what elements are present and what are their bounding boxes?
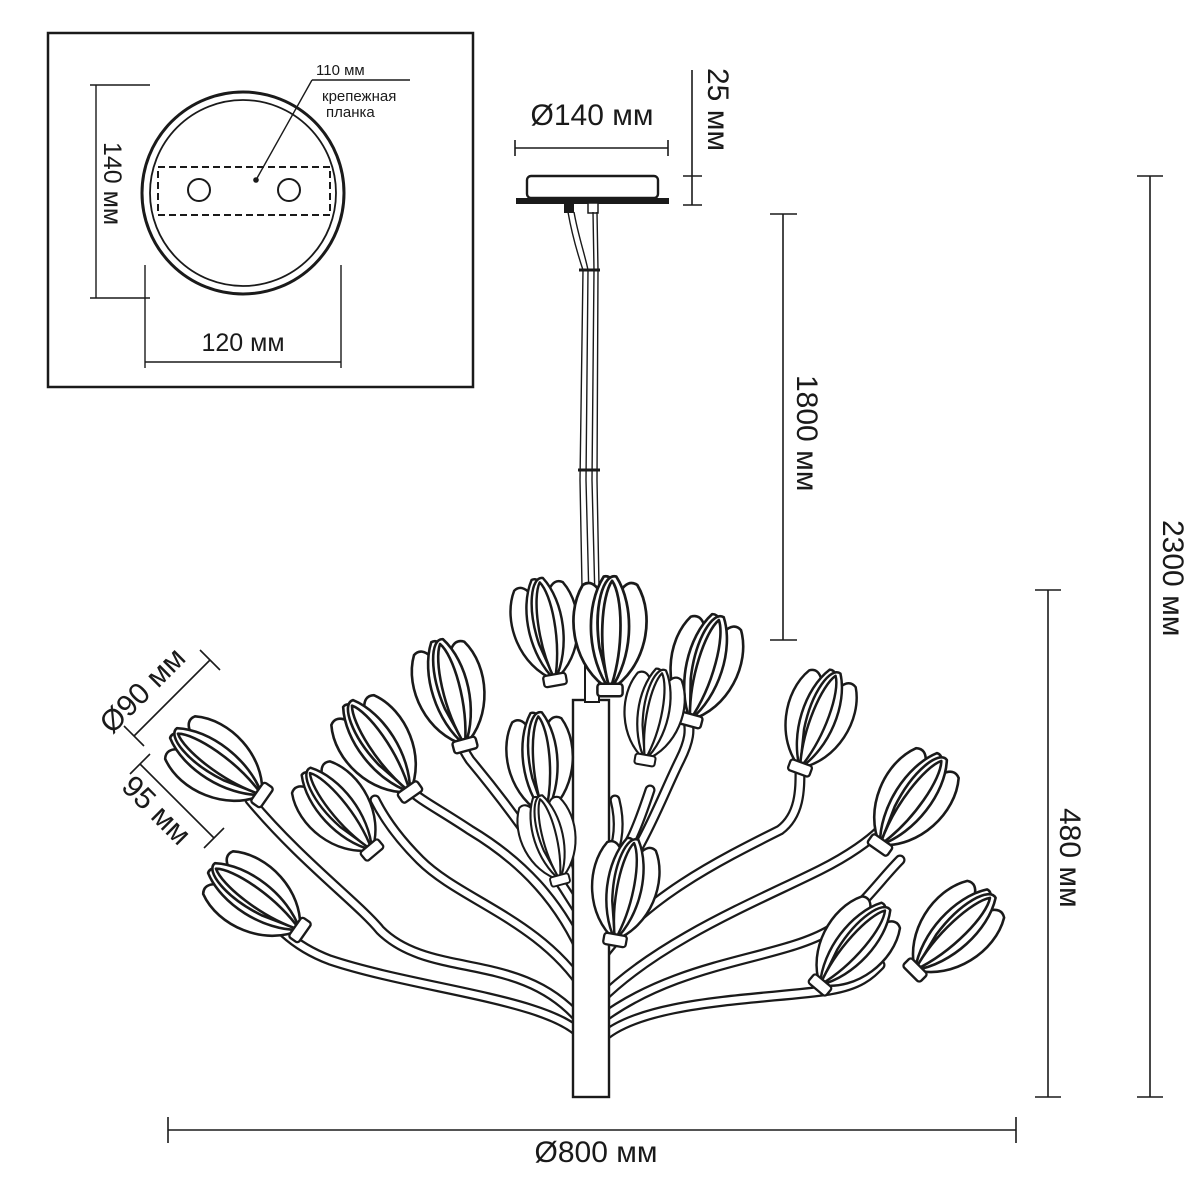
canopy-base [516,198,669,204]
cable-4 [596,211,601,641]
flower-length-dim-line [139,763,215,839]
magnolia-bud [330,693,424,804]
magnolia-bud [201,850,312,944]
bud-holder [451,735,479,755]
plate-label-line2: планка [326,104,375,121]
magnolia-bud [590,836,661,949]
petal [436,642,467,747]
bud-holder [602,931,628,949]
total-height-dimension: 2300 мм [1137,175,1189,1098]
bud-holder [596,682,624,698]
magnolia-bud [807,895,902,997]
petal [612,841,639,942]
magnolia-bud [623,667,686,768]
magnolia-bud [509,576,580,689]
bud-holder [288,916,312,944]
bud-holder [542,671,568,689]
petal [913,896,992,972]
petal [818,909,887,987]
mounting-plate-inset: 110 мм крепежная планка 140 мм 120 мм [46,31,475,389]
canopy-outer-circle [140,90,346,296]
bud-holder [866,833,894,857]
canopy-body [525,174,660,200]
magnolia-bud [505,711,574,823]
canopy-diameter-label: Ø140 мм [531,99,654,132]
flower-diameter-dim-line [133,659,211,737]
bud-holder [549,872,571,888]
magnolia-bud [516,794,577,888]
bud-holder [633,752,657,768]
chandelier-body [163,575,1006,1099]
suspension-cables [567,211,601,641]
canopy-inner-circle [149,99,337,287]
canopy-height-label: 25 мм [701,68,734,151]
petal [878,759,943,847]
magnolia-bud [866,746,960,857]
bud-holder [807,973,833,997]
petal [537,798,562,882]
bud-holder [396,780,424,804]
bud-holder [250,781,274,809]
cable-clamp-left [564,203,574,213]
petal [643,672,666,762]
inset-bottom-width-label: 120 мм [201,329,284,357]
magnolia-bud [290,760,385,862]
ceiling-canopy: Ø140 мм 25 мм [514,68,734,214]
screw-hole-right [277,178,301,202]
bud-holder [902,957,928,983]
petal [688,618,722,722]
cable-length-label: 1800 мм [790,375,823,491]
plate-label-line1: крепежная [322,88,396,105]
body-height-label: 480 мм [1053,808,1086,908]
magnolia-bud [784,668,858,778]
flower-diameter-label: Ø90 мм [94,641,192,739]
petal [308,771,374,852]
screw-hole-left [187,178,211,202]
bud-holder [359,838,385,862]
petal [350,704,412,794]
cable-length-dimension: 1800 мм [770,213,823,641]
inset-height-label: 140 мм [98,142,126,225]
inset-frame [46,31,475,389]
body-diameter-label: Ø800 мм [535,1136,658,1169]
inset-top-width-label: 110 мм [316,62,365,79]
petal [600,579,622,692]
petal [176,732,264,797]
petal [535,581,559,682]
cable-3 [591,211,597,641]
leader-line [255,79,313,181]
magnolia-bud [902,879,1006,983]
petal [798,674,838,770]
magnolia-bud [572,575,648,698]
petal [531,715,552,817]
bud-holder [787,758,813,778]
magnolia-bud [410,637,486,755]
body-diameter-dimension: Ø800 мм [167,1117,1017,1169]
magnolia-bud [163,715,274,809]
cable-1 [567,211,584,641]
cable-clamp-right [587,202,599,214]
petal [214,867,302,932]
total-height-label: 2300 мм [1156,520,1189,636]
magnolia-flowers [163,575,1006,997]
body-height-dimension: 480 мм [1035,589,1086,1098]
